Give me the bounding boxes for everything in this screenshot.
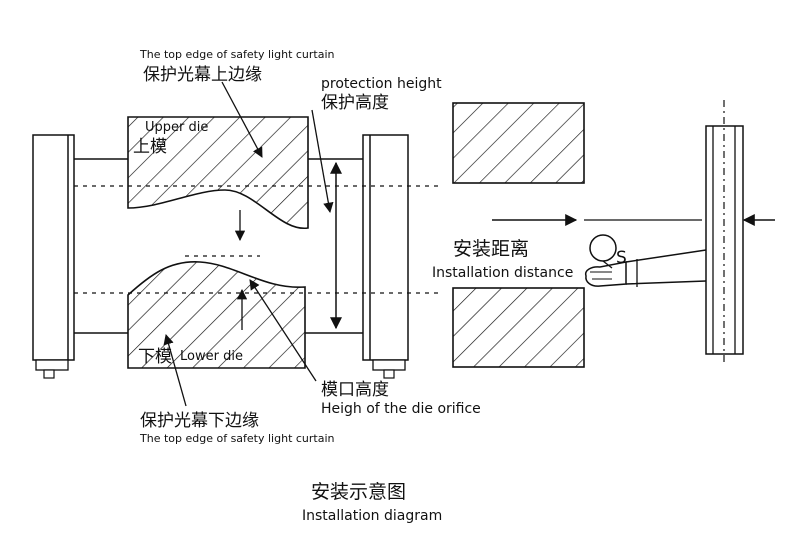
lower-die-label-cn: 下模 xyxy=(138,347,172,367)
top-edge-label-cn: 保护光幕上边缘 xyxy=(143,65,262,85)
caption-en: Installation diagram xyxy=(302,508,442,524)
upper-die-label-en: Upper die xyxy=(145,120,208,135)
right-upper-die xyxy=(452,102,585,184)
top-edge-label-en: The top edge of safety light curtain xyxy=(139,48,335,61)
die-orifice-leader xyxy=(249,279,317,382)
machine-column xyxy=(705,100,744,366)
bottom-edge-label-cn: 保护光幕下边缘 xyxy=(140,411,259,431)
bottom-edge-leader xyxy=(163,333,187,407)
upper-die-label-cn: 上模 xyxy=(133,137,167,157)
upper-die xyxy=(127,116,309,229)
protection-height-leader xyxy=(311,109,334,214)
right-light-curtain xyxy=(362,134,409,379)
die-orifice-label-en: Heigh of the die orifice xyxy=(321,401,481,417)
top-edge-leader xyxy=(221,81,263,158)
installation-distance-label-en: Installation distance xyxy=(432,265,573,281)
right-lower-die xyxy=(452,287,585,368)
caption-cn: 安装示意图 xyxy=(311,481,406,503)
lower-die-label-en: Lower die xyxy=(180,349,243,364)
protection-height-label-en: protection height xyxy=(321,76,442,92)
protection-height-label-cn: 保护高度 xyxy=(321,93,389,113)
die-orifice-label-cn: 模口高度 xyxy=(321,380,389,400)
hand-symbol-label: S xyxy=(616,248,627,268)
left-light-curtain xyxy=(32,134,75,379)
installation-distance-label-cn: 安装距离 xyxy=(453,238,529,260)
bottom-edge-label-en: The top edge of safety light curtain xyxy=(139,432,335,445)
operator-hand xyxy=(584,234,707,287)
